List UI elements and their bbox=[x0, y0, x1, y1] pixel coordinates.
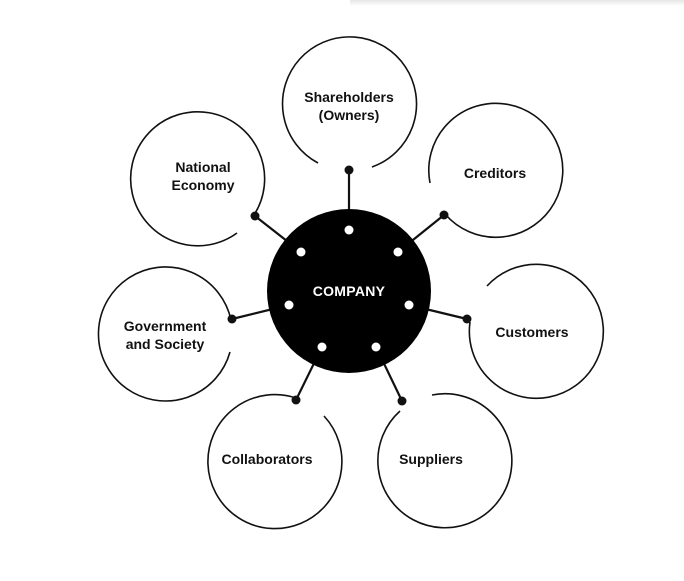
national-economy-label: National Economy bbox=[171, 159, 235, 193]
dot-customers-inner bbox=[404, 300, 414, 310]
collaborators-label: Collaborators bbox=[221, 451, 313, 467]
government-society-circle bbox=[97, 266, 232, 402]
customers-label: Customers bbox=[495, 324, 569, 340]
dot-creditors-outer bbox=[439, 210, 449, 220]
shareholders-label: Shareholders (Owners) bbox=[304, 89, 394, 123]
dot-creditors-inner bbox=[393, 247, 403, 257]
dot-shareholders-inner bbox=[344, 225, 354, 235]
dot-suppliers-outer bbox=[397, 396, 407, 406]
company-circle bbox=[267, 209, 431, 373]
government-society-label: Government and Society bbox=[123, 318, 207, 352]
dot-shareholders-outer bbox=[344, 165, 354, 175]
dot-national-economy-outer bbox=[250, 211, 260, 221]
dot-national-economy-inner bbox=[296, 247, 306, 257]
dot-government-society-outer bbox=[227, 314, 237, 324]
shareholders-circle bbox=[281, 36, 418, 168]
dot-collaborators-inner bbox=[317, 342, 327, 352]
creditors-circle bbox=[427, 102, 564, 239]
suppliers-circle bbox=[377, 392, 513, 529]
customers-circle bbox=[468, 263, 605, 400]
national-economy-circle bbox=[129, 111, 266, 247]
dot-customers-outer bbox=[462, 314, 472, 324]
top-edge-shadow bbox=[350, 0, 684, 6]
company-label: COMPANY bbox=[312, 283, 386, 299]
creditors-label: Creditors bbox=[463, 165, 527, 181]
dot-government-society-inner bbox=[284, 300, 294, 310]
collaborators-circle bbox=[207, 393, 343, 530]
suppliers-label: Suppliers bbox=[399, 451, 463, 467]
dot-suppliers-inner bbox=[371, 342, 381, 352]
dot-collaborators-outer bbox=[291, 395, 301, 405]
